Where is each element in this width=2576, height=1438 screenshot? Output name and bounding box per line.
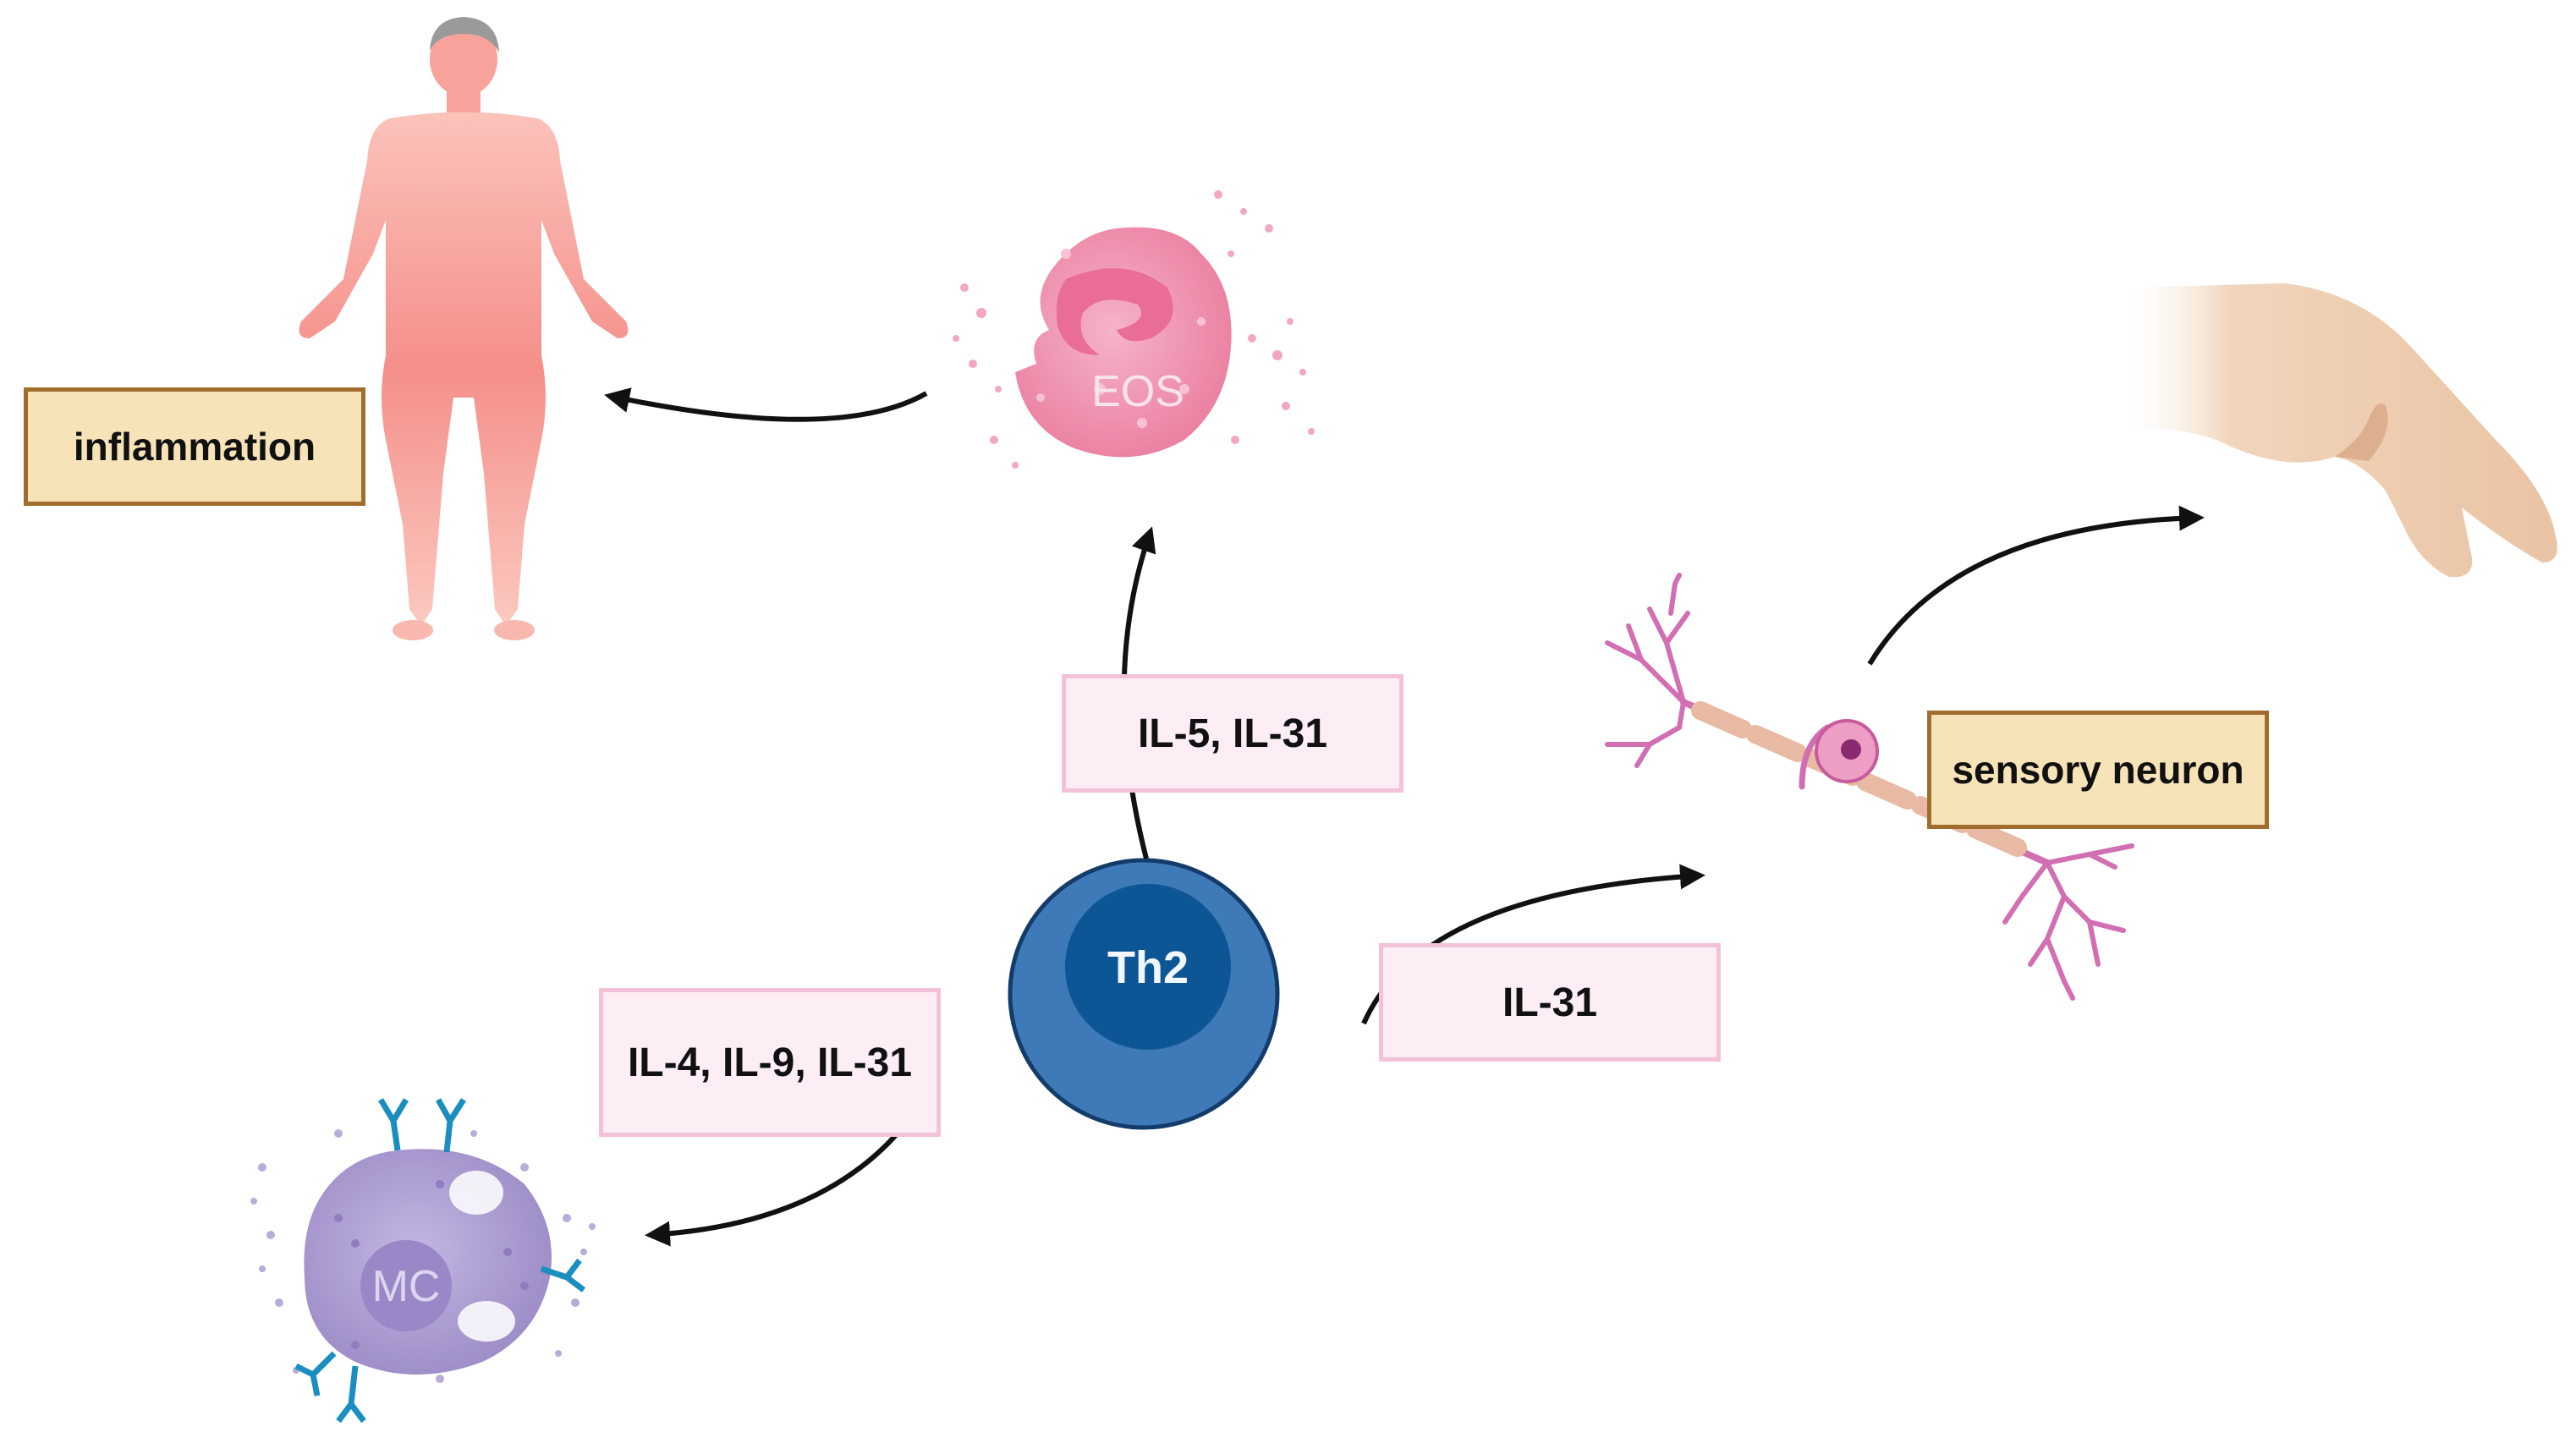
arrow-neuron-to-hand <box>1867 505 2205 666</box>
inflammation-label: inflammation <box>24 387 365 506</box>
scratching-hand-icon <box>2119 283 2557 578</box>
eosinophil-icon: EOS <box>953 190 1315 469</box>
sensory-neuron-label: sensory neuron <box>1927 711 2269 829</box>
mast-cell-icon: MC <box>250 1098 596 1424</box>
th2-label: Th2 <box>1107 942 1189 993</box>
th2-cell-icon: Th2 <box>1008 858 1280 1130</box>
eos-label: EOS <box>1091 367 1184 416</box>
arrow-eos-to-inflammation <box>604 387 928 422</box>
mc-label: MC <box>372 1262 441 1311</box>
neuron-cytokines-label: IL-31 <box>1379 943 1721 1062</box>
mc-cytokines-label: IL-4, IL-9, IL-31 <box>599 988 941 1137</box>
sensory-neuron-icon <box>1605 573 2134 1001</box>
human-body-icon <box>299 17 629 640</box>
eos-cytokines-label: IL-5, IL-31 <box>1062 674 1403 793</box>
